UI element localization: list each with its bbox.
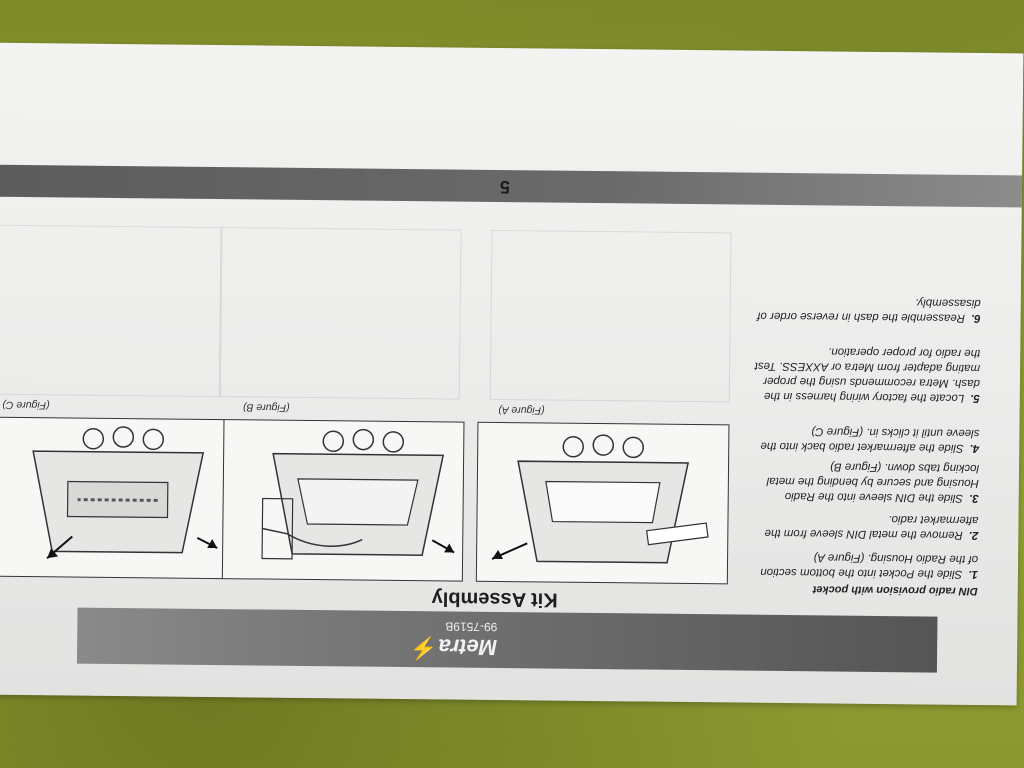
page-number: 5 — [499, 176, 511, 198]
figure-b-illustration — [261, 428, 455, 560]
lightning-bolt-icon: ⚡ — [409, 636, 438, 662]
step-text: Slide the Pocket into the bottom section… — [760, 551, 979, 580]
step-number: 1. — [968, 567, 978, 581]
step-1: 1.Slide the Pocket into the bottom secti… — [748, 549, 978, 581]
figure-b — [210, 418, 465, 582]
step-text: Remove the metal DIN sleeve from the aft… — [764, 513, 979, 541]
section-heading: Kit Assembly — [431, 587, 558, 611]
step-3: 3.Slide the DIN sleeve into the Radio Ho… — [749, 458, 980, 505]
header-band: Metra ⚡ 99-7519B — [76, 607, 938, 673]
section-subheading: DIN radio provision with pocket — [812, 583, 978, 598]
bleed-through-figure — [489, 229, 732, 403]
step-5: 5.Locate the factory wiring harness in t… — [750, 343, 981, 405]
step-6: 6.Reassemble the dash in reverse order o… — [751, 293, 981, 325]
figure-a-illustration — [491, 434, 709, 564]
step-text: Slide the DIN sleeve into the Radio Hous… — [766, 460, 980, 504]
bleed-through-figure — [219, 227, 462, 400]
figure-a — [475, 421, 730, 585]
step-text: Locate the factory wiring harness in the… — [754, 345, 981, 404]
step-number: 4. — [969, 441, 980, 455]
step-number: 5. — [970, 391, 980, 405]
bleed-through-figure — [0, 224, 222, 398]
part-number: 99-7519B — [445, 619, 498, 634]
instruction-sheet: Metra ⚡ 99-7519B Kit Assembly DIN radio … — [0, 42, 1024, 706]
figure-c-caption: (Figure C) — [2, 398, 50, 412]
step-2: 2.Remove the metal DIN sleeve from the a… — [748, 510, 979, 542]
figure-b-caption: (Figure B) — [242, 401, 290, 414]
footer-band: 5 — [0, 164, 1023, 208]
step-4: 4.Slide the aftermarket radio back into … — [749, 423, 979, 455]
step-number: 3. — [969, 491, 979, 505]
figure-a-caption: (Figure A) — [498, 403, 545, 417]
step-text: Slide the aftermarket radio back into th… — [760, 425, 980, 454]
step-number: 6. — [970, 311, 981, 325]
figure-c — [0, 416, 225, 580]
figure-c-illustration — [32, 426, 218, 560]
step-text: Reassemble the dash in reverse order of … — [757, 296, 981, 324]
upside-down-page: Metra ⚡ 99-7519B Kit Assembly DIN radio … — [0, 43, 1023, 706]
step-number: 2. — [968, 528, 979, 542]
brand-logo: Metra — [438, 634, 498, 660]
